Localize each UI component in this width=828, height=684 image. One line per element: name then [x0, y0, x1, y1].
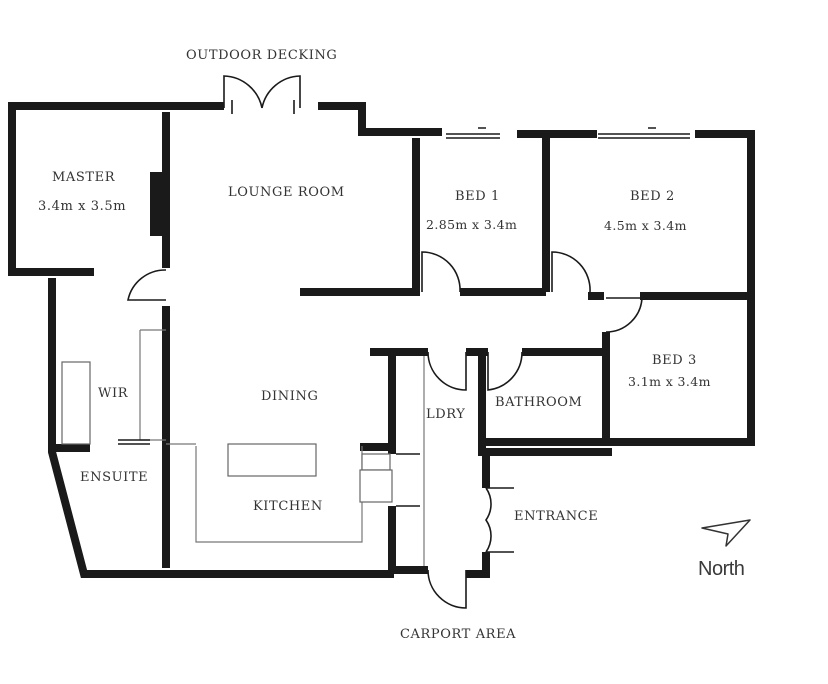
ldry-door	[427, 351, 467, 391]
label-bed3: BED 3	[652, 353, 697, 368]
label-carport: CARPORT AREA	[400, 627, 516, 642]
label-ensuite: ENSUITE	[80, 470, 148, 485]
label-wir: WIR	[98, 386, 129, 401]
label-lounge: LOUNGE ROOM	[228, 185, 345, 200]
label-dining: DINING	[261, 389, 318, 404]
wall-west-wir	[48, 278, 394, 578]
entrance-door-leaf	[486, 487, 514, 553]
wir-shelf	[61, 361, 91, 445]
bed3-door	[605, 297, 643, 333]
kitchen-appliance-1	[361, 453, 391, 471]
carport-door	[427, 569, 467, 609]
label-north: North	[698, 558, 744, 580]
wall-north-bed2	[695, 130, 755, 446]
walls	[8, 102, 755, 578]
label-bed2: BED 2	[630, 189, 675, 204]
master-wardrobe	[150, 172, 164, 236]
bed1-window	[446, 127, 500, 139]
doors	[118, 75, 690, 609]
north-arrow-icon	[701, 519, 751, 547]
label-bathroom: BATHROOM	[495, 395, 582, 410]
label-bed2-size: 4.5m x 3.4m	[604, 218, 687, 233]
label-ldry: LDRY	[426, 407, 465, 422]
bed1-door	[421, 251, 461, 293]
deck-door-posts	[231, 100, 295, 114]
bed2-window	[598, 127, 690, 139]
label-bed3-size: 3.1m x 3.4m	[628, 374, 711, 389]
bed2-door	[551, 251, 591, 293]
master-door	[127, 269, 167, 301]
cabinetry	[61, 329, 425, 566]
label-master-size: 3.4m x 3.5m	[38, 199, 126, 214]
bathroom-door	[487, 351, 523, 391]
ensuite-slider	[118, 439, 150, 445]
kitchen-island	[227, 443, 317, 477]
kitchen-side-door	[396, 453, 420, 507]
deck-door-left	[223, 75, 263, 109]
label-outdoor-decking: OUTDOOR DECKING	[186, 48, 337, 63]
entrance-door	[485, 487, 492, 553]
wall-bed1-west	[300, 138, 420, 296]
label-master: MASTER	[52, 170, 116, 185]
label-bed1-size: 2.85m x 3.4m	[426, 217, 517, 232]
wall-west-master	[8, 102, 94, 276]
wall-north-lounge	[318, 102, 442, 136]
label-kitchen: KITCHEN	[253, 499, 323, 514]
deck-door-right	[261, 75, 301, 109]
kitchen-appliance-2	[359, 469, 393, 503]
wall-entrance-west-b	[466, 552, 490, 578]
label-entrance: ENTRANCE	[514, 509, 598, 524]
label-bed1: BED 1	[455, 189, 500, 204]
